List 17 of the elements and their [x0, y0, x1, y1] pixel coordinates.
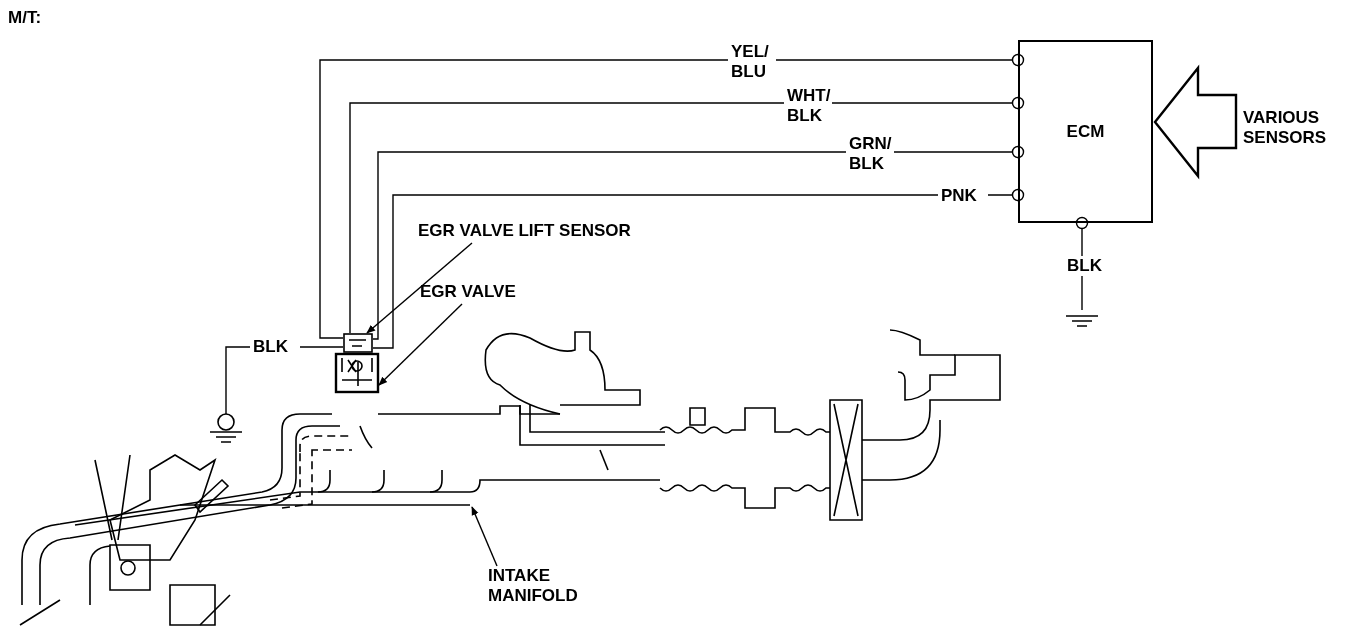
- input-label: VARIOUS SENSORS: [1243, 108, 1353, 152]
- part-label: INTAKE MANIFOLD: [488, 566, 628, 610]
- wire: [349, 96, 1025, 334]
- leader-arrow: [378, 303, 463, 386]
- wire: [1075, 216, 1089, 311]
- egr-valve-drawing: [335, 353, 379, 393]
- wire: [319, 53, 1025, 339]
- part-label: EGR VALVE: [420, 282, 580, 304]
- section-heading: M/T:: [8, 8, 42, 28]
- part-label: EGR VALVE LIFT SENSOR: [418, 221, 718, 243]
- lift-sensor-drawing: [343, 333, 373, 353]
- wire: [372, 145, 1025, 340]
- wire: [372, 188, 1025, 349]
- leader-arrow: [366, 242, 473, 334]
- control-unit-box: ECM: [1018, 40, 1153, 223]
- leader-arrow: [471, 506, 498, 567]
- input-arrow: [1153, 64, 1238, 180]
